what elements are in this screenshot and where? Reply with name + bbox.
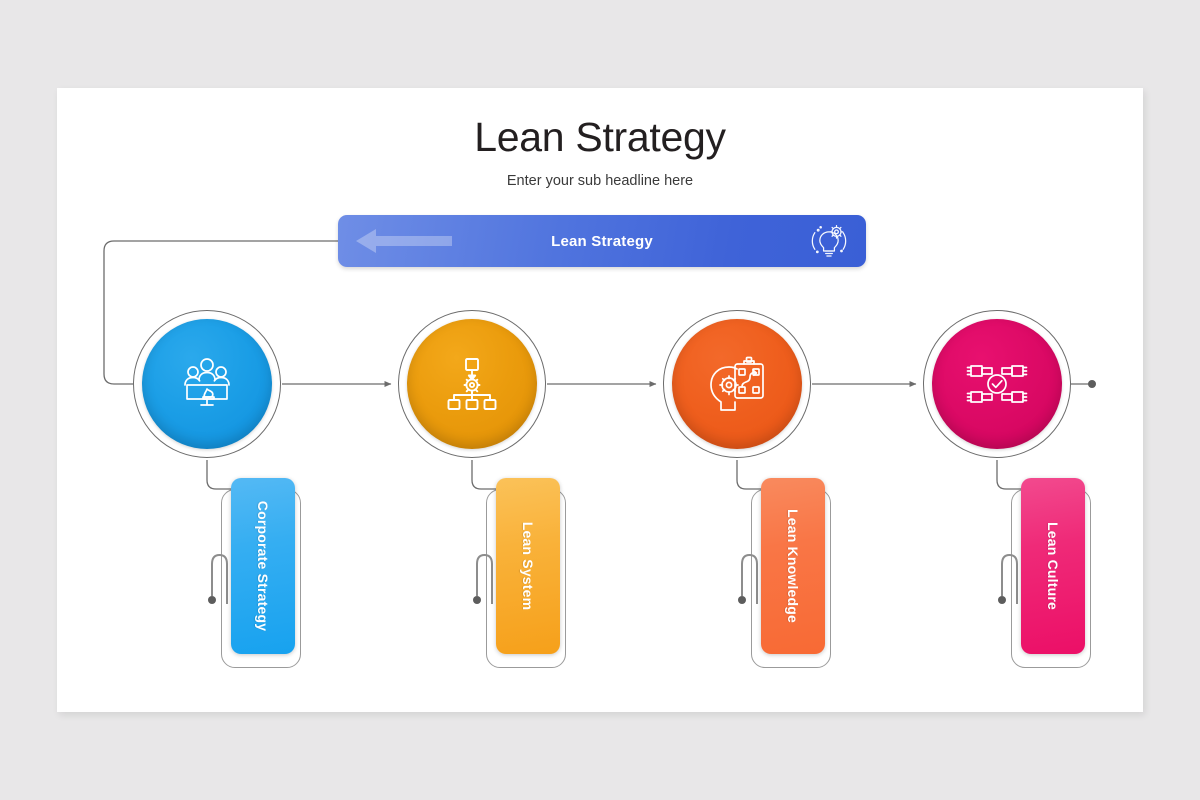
plate-fill: Lean System [496,478,560,654]
team-meeting-chess-icon [184,358,230,406]
plate-hook-endpoint [998,553,1018,604]
step-circle-lean-system[interactable] [398,310,546,458]
circle-disc [932,319,1062,449]
step-circle-lean-culture[interactable] [923,310,1071,458]
plate-hook-endpoint [473,553,493,604]
left-arrow-watermark-icon [356,229,452,253]
head-gear-clipboard-icon [710,356,764,411]
plate-hook-endpoint [738,553,758,604]
plate-label: Lean Knowledge [785,508,801,624]
step-circle-corporate-strategy[interactable] [133,310,281,458]
plate-label: Lean System [520,521,536,611]
circle-disc [407,319,537,449]
lightbulb-gear-icon [811,224,847,257]
page-subtitle: Enter your sub headline here [506,173,694,189]
hands-teamwork-check-icon [966,365,1028,403]
circle-disc [142,319,272,449]
presentation-slide: Lean Strategy Enter your sub headline he… [57,88,1143,712]
plate-label: Lean Culture [1045,522,1061,610]
plate-fill: Lean Culture [1021,478,1085,654]
plate-label: Corporate Strategy [255,500,271,632]
plate-fill: Lean Knowledge [761,478,825,654]
circle-disc [672,319,802,449]
step-circle-lean-knowledge[interactable] [663,310,811,458]
plate-fill: Corporate Strategy [231,478,295,654]
flowchart-gear-icon [447,358,497,410]
banner-lean-strategy[interactable]: Lean Strategy [338,215,866,267]
page-title: Lean Strategy [474,114,726,160]
banner-label: Lean Strategy [551,232,653,250]
plate-hook-endpoint [208,553,228,604]
